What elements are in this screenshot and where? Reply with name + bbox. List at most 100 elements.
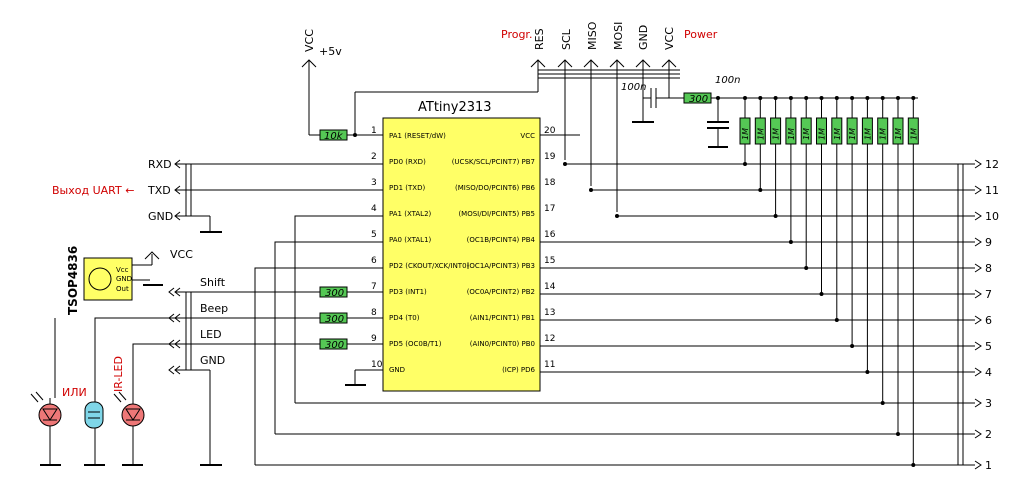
output-label: 1: [985, 459, 992, 472]
right-pin-label: (OC1B/PCINT4) PB4: [467, 236, 536, 244]
left-pin-num: 6: [371, 256, 377, 266]
left-pin-num: 7: [371, 282, 377, 292]
led-resistor-label: 300: [325, 340, 344, 351]
ir-led-label: IR-LED: [112, 356, 125, 392]
reset-resistor-label: 10k: [324, 131, 344, 142]
prog-pin-miso: MISO: [586, 21, 599, 50]
right-pin-num: 20: [544, 126, 556, 136]
left-pin-label: PD4 (T0): [389, 314, 420, 322]
pullup-resistor-label: 1M: [879, 128, 888, 140]
right-pin-num: 14: [544, 282, 556, 292]
output-label: 4: [985, 366, 992, 379]
output-label: 9: [985, 236, 992, 249]
ir-pin-out: Out: [116, 285, 129, 293]
left-pin-label: PD1 (TXD): [389, 184, 425, 192]
cap1-label: 100n: [621, 82, 646, 93]
right-pin-label: (AIN1/PCINT1) PB1: [470, 314, 535, 322]
prog-header: Progr. RES SCL MISO MOSI: [355, 21, 680, 212]
ir-vcc-label: VCC: [170, 248, 193, 261]
output-label: 5: [985, 340, 992, 353]
left-pin-label: PD3 (INT1): [389, 288, 427, 296]
vcc-supply: VCC +5v 10k: [301, 29, 383, 142]
left-pin-label: PD0 (RXD): [389, 158, 426, 166]
right-pin-num: 17: [544, 204, 555, 214]
output-label: 7: [985, 288, 992, 301]
led-group: ИЛИ IR-LED: [30, 356, 145, 466]
left-gnd-label: GND: [200, 354, 225, 367]
prog-title: Progr.: [501, 28, 532, 41]
left-pin-num: 4: [371, 204, 377, 214]
right-pin-num: 11: [544, 360, 555, 370]
plus5v-label: +5v: [319, 45, 342, 58]
prog-pin-scl: SCL: [560, 28, 573, 50]
pullup-resistor-label: 1M: [741, 128, 750, 140]
prog-pin-mosi: MOSI: [612, 22, 625, 50]
left-pin-label: PA1 (RESET/dW): [389, 132, 446, 140]
chip-name: ATtiny2313: [418, 100, 492, 115]
beep-label: Beep: [200, 302, 228, 315]
left-pin-num: 10: [371, 360, 383, 370]
uart-txd-label: TXD: [147, 184, 171, 197]
output-label: 3: [985, 397, 992, 410]
output-label: 6: [985, 314, 992, 327]
ir-receiver-name: TSOP4836: [66, 246, 80, 315]
ir-pin-gnd: GND: [116, 275, 132, 283]
left-pin-num: 8: [371, 308, 377, 318]
left-pin-num: 5: [371, 230, 377, 240]
left-pin-num: 2: [371, 152, 377, 162]
left-pin-num: 3: [371, 178, 377, 188]
power-pin-gnd: GND: [637, 25, 650, 50]
left-pin-label: PD5 (OC0B/T1): [389, 340, 442, 348]
right-pin-label: (AIN0/PCINT0) PB0: [470, 340, 535, 348]
pullup-resistor-label: 1M: [818, 128, 827, 140]
pullup-resistor-label: 1M: [909, 128, 918, 140]
right-pin-num: 19: [544, 152, 556, 162]
power-resistor-label: 300: [689, 94, 708, 105]
right-pin-label: (MOSI/DI/PCINT5) PB5: [458, 210, 535, 218]
pullup-resistor-label: 1M: [802, 128, 811, 140]
output-bus: 12 11 10 9 8 7 6 5 4 3 2 1: [254, 144, 999, 472]
pullup-resistor-label: 1M: [848, 128, 857, 140]
uart-rxd-label: RXD: [148, 158, 172, 171]
right-pin-num: 18: [544, 178, 556, 188]
output-label: 12: [985, 158, 999, 171]
ir-pin-vcc: Vcc: [116, 266, 129, 274]
right-pin-num: 15: [544, 256, 555, 266]
led-label: LED: [200, 328, 222, 341]
ir-receiver: TSOP4836 Vcc GND Out VCC: [66, 246, 193, 315]
left-pin-label: PA1 (XTAL2): [389, 210, 432, 218]
prog-pin-res: RES: [533, 28, 546, 50]
right-pin-label: (MISO/DO/PCINT6) PB6: [455, 184, 536, 192]
vcc-label: VCC: [303, 29, 316, 52]
uart-gnd-label: GND: [148, 210, 173, 223]
power-title: Power: [684, 28, 718, 41]
left-pin-num: 9: [371, 334, 377, 344]
uart-out-label: Выход UART ←: [52, 184, 134, 197]
right-pin-label: (OC0A/PCINT2) PB2: [467, 288, 535, 296]
right-pin-num: 12: [544, 334, 555, 344]
power-pin-vcc: VCC: [663, 27, 676, 50]
output-label: 8: [985, 262, 992, 275]
right-pin-label: (UCSK/SCL/PCINT7) PB7: [452, 158, 535, 166]
output-label: 2: [985, 428, 992, 441]
left-pin-num: 1: [371, 126, 377, 136]
or-label: ИЛИ: [62, 386, 87, 399]
pullup-resistor-label: 1M: [863, 128, 872, 140]
right-pin-label: (OC1A/PCINT3) PB3: [467, 262, 535, 270]
right-pin-num: 16: [544, 230, 556, 240]
right-pin-label: (ICP) PD6: [502, 366, 535, 374]
shift-label: Shift: [200, 276, 226, 289]
left-pin-label: PD2 (CKOUT/XCK/INT0): [389, 262, 470, 270]
beep-resistor-label: 300: [325, 314, 344, 325]
cap2-label: 100n: [715, 75, 740, 86]
pullup-resistor-label: 1M: [894, 128, 903, 140]
right-pin-num: 13: [544, 308, 555, 318]
pullup-resistor-label: 1M: [772, 128, 781, 140]
output-label: 11: [985, 184, 999, 197]
shift-resistor-label: 300: [325, 288, 344, 299]
pullup-resistor-label: 1M: [833, 128, 842, 140]
